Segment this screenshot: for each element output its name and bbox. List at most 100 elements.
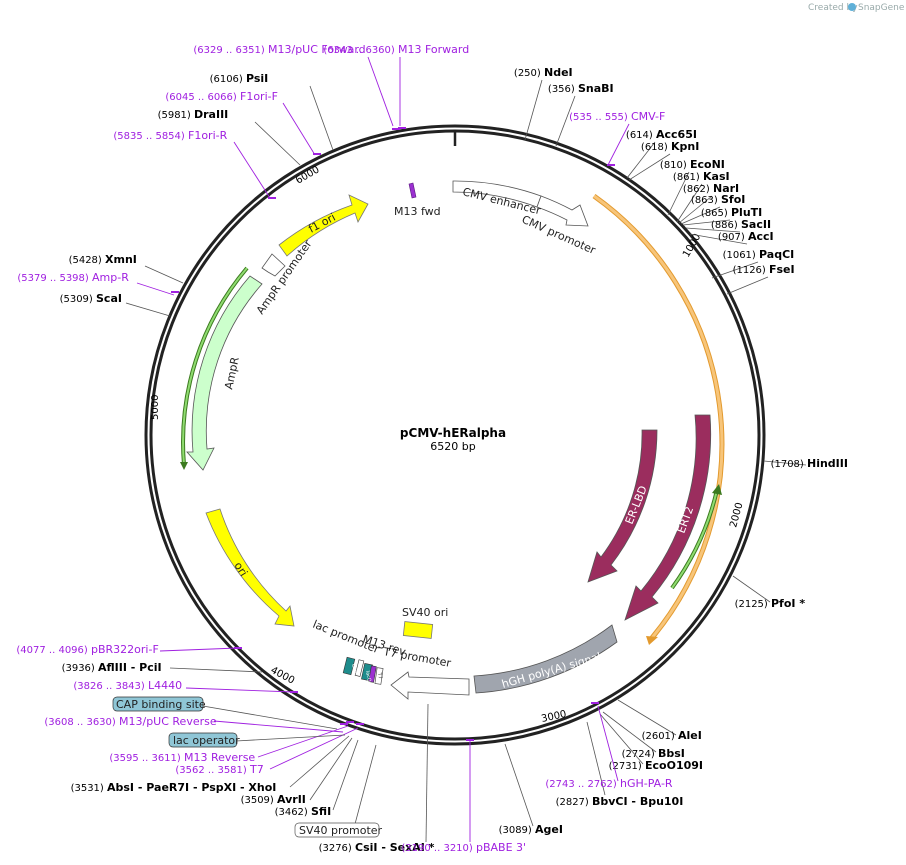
tick-label: 5000 [150,395,161,420]
site-label[interactable]: (2601) AleI [642,729,702,742]
site-label[interactable]: (1061) PaqCI [723,248,795,261]
primer-label[interactable]: (5835 .. 5854) F1ori-R [113,129,227,142]
site-label[interactable]: (865) PluTI [701,206,762,219]
primer-label[interactable]: (3608 .. 3630) M13/pUC Reverse [44,715,216,728]
primer-position: (4077 .. 4096) [16,645,91,656]
primer-name: M13/pUC Reverse [119,715,217,728]
site-leader-line [682,219,731,226]
primer-position: (3595 .. 3611) [109,753,184,764]
brand-app: SnapGene [858,3,905,13]
primer-label[interactable]: (3595 .. 3611) M13 Reverse [109,751,255,764]
site-name: BbsI [658,747,685,760]
ori-shape[interactable] [205,508,295,627]
green-orf-right[interactable] [671,489,718,589]
site-position: (886) [711,220,741,231]
laco-small-label: lacO [364,670,372,682]
sv40-promoter-box[interactable] [294,822,380,838]
lac-operator-box[interactable] [168,732,238,748]
site-label[interactable]: (6106) PsiI [210,72,269,85]
brand-created-by: Created by [808,3,858,13]
site-label[interactable]: (810) EcoNI [660,158,725,171]
site-label[interactable]: (3531) AbsI - PaeR7I - PspXI - XhoI [71,781,277,794]
site-name: BbvCI - Bpu10I [592,795,683,808]
sv40-ori-shape[interactable] [402,621,434,639]
primer-label[interactable]: (5379 .. 5398) Amp-R [17,271,129,284]
site-name: FseI [769,263,795,276]
site-leader-line [617,699,677,736]
site-position: (863) [691,195,721,206]
lac-promoter-shape[interactable] [354,659,365,677]
primer-name: M13 Reverse [184,751,255,764]
m13-fwd-shape[interactable] [408,182,417,199]
site-label[interactable]: (907) AccI [718,230,774,243]
primer-label[interactable]: (2743 .. 2762) hGH-PA-R [545,777,673,790]
cap-binding-site-box[interactable] [112,696,204,712]
ert2-shape[interactable] [624,414,712,621]
plasmid-size: 6520 bp [430,440,475,453]
hgh-polya-shape[interactable] [473,624,618,694]
site-leader-line [125,302,171,317]
site-label[interactable]: (356) SnaBI [548,82,614,95]
sv40-promoter-shape[interactable] [390,671,470,700]
site-label[interactable]: (1126) FseI [733,263,795,276]
site-leader-line [626,141,656,179]
site-label[interactable]: (2125) PfoI * [735,597,806,610]
site-label[interactable]: (3276) CsiI - SexAI * [319,841,435,854]
f1-ori-shape[interactable] [278,194,369,257]
m13-rev-shape[interactable] [368,665,377,683]
orf-arc-arrowhead [646,636,658,645]
site-position: (250) [514,68,544,79]
site-name: KpnI [671,140,699,153]
site-label[interactable]: (3462) SfiI [275,805,332,818]
ampr-shape[interactable] [186,275,263,471]
primer-name: F1ori-R [188,129,228,142]
cmv-promoter-shape[interactable] [536,195,589,227]
site-label[interactable]: (861) KasI [673,170,730,183]
primer-name: pBABE 3' [476,841,526,854]
orf-arc[interactable] [593,194,724,640]
site-leader-line [726,276,769,295]
site-label[interactable]: (614) Acc65I [626,128,697,141]
site-label[interactable]: (5309) ScaI [60,292,122,305]
primer-leader-line [597,705,619,782]
primer-name: CMV-F [631,110,665,123]
er-lbd-label: ER-LBD [623,484,650,526]
site-label[interactable]: (3509) AvrII [241,793,306,806]
site-position: (614) [626,130,656,141]
site-label[interactable]: (863) SfoI [691,193,745,206]
site-label[interactable]: (3936) AflIII - PciI [62,661,162,674]
site-position: (3089) [499,825,535,836]
primer-label[interactable]: (6329 .. 6351) M13/pUC Forward [193,43,365,56]
site-label[interactable]: (862) NarI [683,182,739,195]
site-label[interactable]: (618) KpnI [641,140,699,153]
site-label[interactable]: (886) SacII [711,218,771,231]
site-label[interactable]: (5428) XmnI [69,253,137,266]
site-label[interactable]: (3089) AgeI [499,823,563,836]
primer-label[interactable]: (6343 .. 6360) M13 Forward [323,43,469,56]
primer-label[interactable]: (3562 .. 3581) T7 [175,763,263,776]
t7-promoter-label: T7 promoter [381,645,452,670]
green-orf-left[interactable] [182,267,248,466]
primer-leader-line [233,141,271,199]
site-label[interactable]: (5981) DraIII [158,108,229,121]
primer-label[interactable]: (6045 .. 6066) F1ori-F [165,90,278,103]
site-label[interactable]: (2724) BbsI [622,747,685,760]
primer-label[interactable]: (3190 .. 3210) pBABE 3' [401,841,526,854]
site-name: EcoNI [690,158,725,171]
site-label[interactable]: (2731) EcoO109I [609,759,703,772]
cap-binding-site-shape[interactable] [342,656,356,676]
ampr-promoter-shape[interactable] [261,253,286,277]
primer-label[interactable]: (535 .. 555) CMV-F [569,110,665,123]
site-name: CsiI - SexAI * [355,841,435,854]
er-lbd-shape[interactable] [587,429,658,583]
t7-promoter-shape[interactable] [374,667,384,685]
site-label[interactable]: (1708) HindIII [771,457,848,470]
primer-label[interactable]: (3826 .. 3843) L4440 [73,679,182,692]
primer-label[interactable]: (4077 .. 4096) pBR322ori-F [16,643,158,656]
site-leader-line [504,743,534,827]
site-label[interactable]: (2827) BbvCI - Bpu10I [556,795,684,808]
site-position: (862) [683,184,713,195]
primer-name: M13 Forward [398,43,469,56]
site-label[interactable]: (250) NdeI [514,66,573,79]
